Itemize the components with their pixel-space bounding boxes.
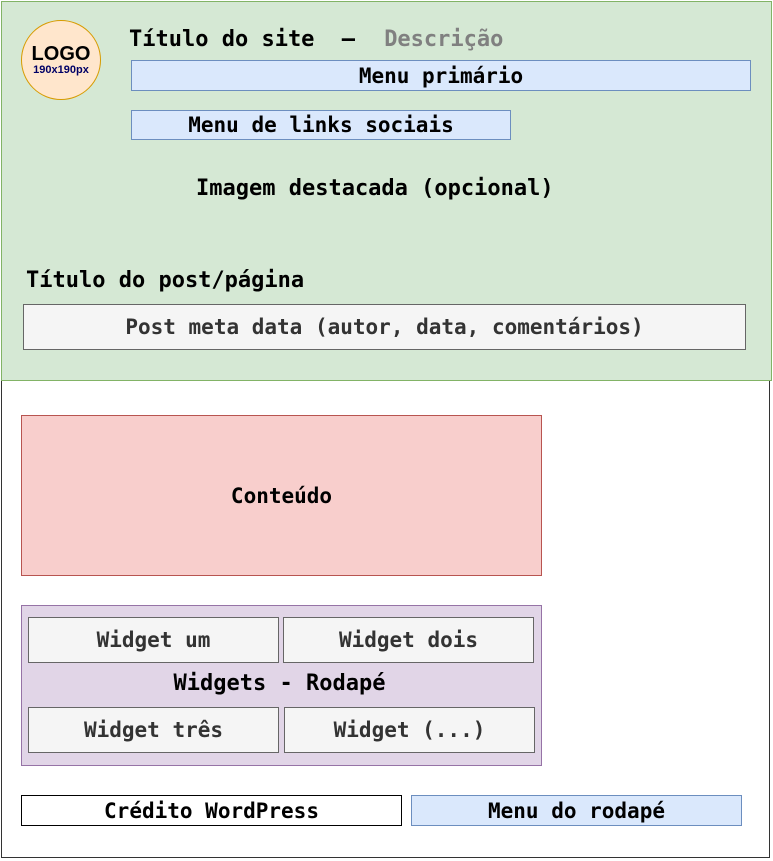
widget-three[interactable]: Widget três <box>28 707 279 753</box>
primary-menu[interactable]: Menu primário <box>131 60 751 91</box>
site-description: Descrição <box>384 27 504 52</box>
footer-menu[interactable]: Menu do rodapé <box>411 795 742 826</box>
featured-image: Imagem destacada (opcional) <box>196 176 554 201</box>
widget-more[interactable]: Widget (...) <box>284 707 535 753</box>
logo-label: LOGO <box>31 43 91 65</box>
post-title[interactable]: Título do post/página <box>26 268 305 293</box>
title-separator: — <box>341 27 355 52</box>
widget-one[interactable]: Widget um <box>28 617 279 663</box>
post-meta: Post meta data (autor, data, comentários… <box>23 304 746 350</box>
footer-widgets-label: Widgets - Rodapé <box>173 671 386 696</box>
social-links-menu[interactable]: Menu de links sociais <box>131 110 511 140</box>
site-title[interactable]: Título do site <box>129 27 315 52</box>
widget-two[interactable]: Widget dois <box>283 617 534 663</box>
logo-size: 190x190px <box>33 64 89 76</box>
wordpress-credit[interactable]: Crédito WordPress <box>21 795 402 826</box>
logo[interactable]: LOGO 190x190px <box>21 20 101 100</box>
site-title-row: Título do site — Descrição <box>129 27 503 53</box>
content-area: Conteúdo <box>21 415 542 576</box>
